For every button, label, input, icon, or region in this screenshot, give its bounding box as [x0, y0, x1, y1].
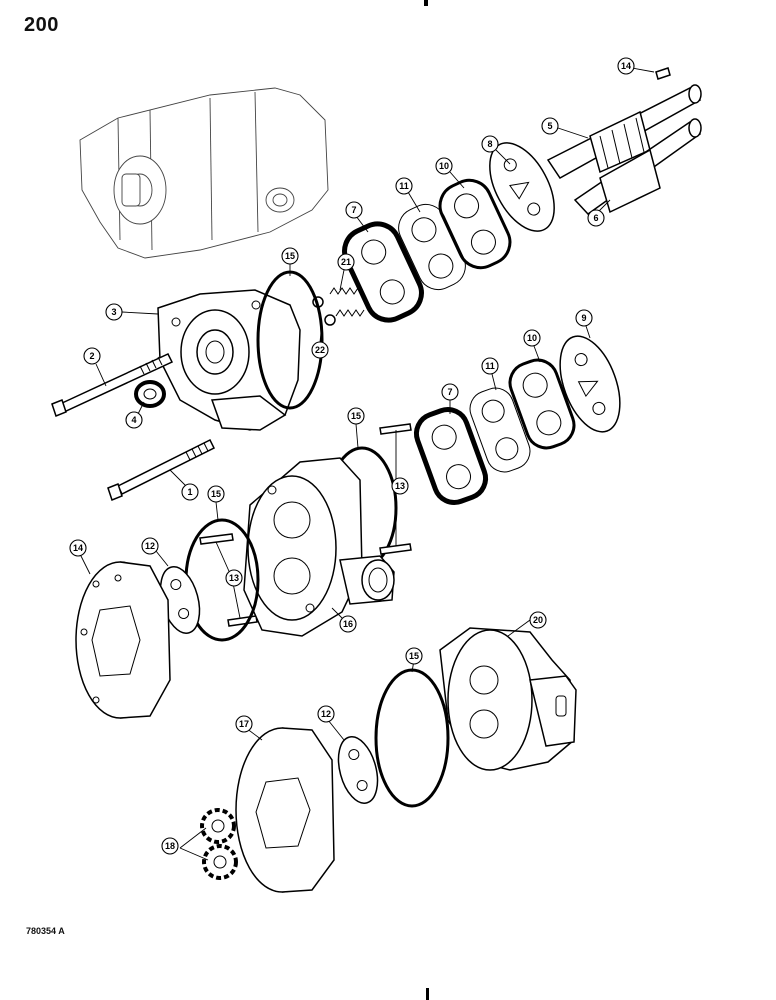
- callout-2: 2: [83, 347, 101, 365]
- page-number: 200: [24, 14, 59, 36]
- callout-label: 15: [351, 411, 361, 421]
- callout-1: 1: [181, 483, 199, 501]
- o-ring-15-lower: [374, 668, 450, 808]
- callout-7-middle: 7: [441, 383, 459, 401]
- registration-mark-bottom: [426, 988, 429, 1000]
- callout-14: 14: [69, 539, 87, 557]
- callout-label: 2: [89, 351, 94, 361]
- registration-mark-top: [424, 0, 428, 6]
- callout-5: 5: [541, 117, 559, 135]
- callout-15-lower: 15: [405, 647, 423, 665]
- gasket-7-upper: [342, 221, 424, 323]
- callout-label: 7: [351, 205, 356, 215]
- callout-12-lower: 12: [317, 705, 335, 723]
- callout-label: 13: [395, 481, 405, 491]
- callout-label: 15: [409, 651, 419, 661]
- shaft-seal-4: [134, 380, 166, 408]
- callout-9: 9: [575, 309, 593, 327]
- callout-label: 16: [343, 619, 353, 629]
- leader-lines: [79, 67, 655, 861]
- callout-10-upper: 10: [435, 157, 453, 175]
- callout-label: 1: [187, 487, 192, 497]
- dowel-pins-13: [199, 423, 412, 627]
- end-cover-20: [439, 627, 577, 771]
- callout-label: 13: [229, 573, 239, 583]
- callout-15-left: 15: [207, 485, 225, 503]
- callout-12-left: 12: [141, 537, 159, 555]
- cover-14: [75, 561, 171, 719]
- callout-label: 10: [527, 333, 537, 343]
- body-17: [235, 727, 335, 893]
- seal-11-middle: [469, 387, 531, 473]
- drive-shaft-5: [546, 84, 702, 179]
- wear-plate-10-middle: [508, 358, 576, 450]
- callout-label: 3: [111, 307, 116, 317]
- callout-label: 14: [73, 543, 83, 553]
- callout-6: 6: [587, 209, 605, 227]
- figure-id: 780354 A: [26, 926, 65, 936]
- callout-label: 12: [321, 709, 331, 719]
- callout-10-middle: 10: [523, 329, 541, 347]
- key-19: [655, 67, 671, 80]
- callout-7-upper: 7: [345, 201, 363, 219]
- callout-8: 8: [481, 135, 499, 153]
- callout-label: 15: [285, 251, 295, 261]
- callout-label: 20: [533, 615, 543, 625]
- callout-22: 22: [311, 341, 329, 359]
- callout-3: 3: [105, 303, 123, 321]
- relief-springs-21: [329, 287, 365, 317]
- callout-15-upper: 15: [281, 247, 299, 265]
- ball-22b: [324, 314, 336, 326]
- gears-18: [200, 808, 238, 880]
- callout-label: 14: [621, 61, 631, 71]
- bolt-1: [107, 438, 216, 501]
- gear-body-16: [243, 457, 395, 637]
- callout-13-right: 13: [391, 477, 409, 495]
- seal-11-upper: [398, 203, 466, 291]
- callout-label: 12: [145, 541, 155, 551]
- callout-16: 16: [339, 615, 357, 633]
- callout-17: 17: [235, 715, 253, 733]
- plate-12-lower: [337, 736, 379, 804]
- callout-label: 18: [165, 841, 175, 851]
- callout-20: 20: [529, 611, 547, 629]
- callout-label: 4: [131, 415, 136, 425]
- callouts: 14 5 6 8 10 11 7 15 21 22 3 2 4 9 10 11 …: [69, 57, 635, 855]
- callout-label: 5: [547, 121, 552, 131]
- callout-15-middle: 15: [347, 407, 365, 425]
- callout-11-upper: 11: [395, 177, 413, 195]
- callout-label: 8: [487, 139, 492, 149]
- callout-4: 4: [125, 411, 143, 429]
- callout-label: 22: [315, 345, 325, 355]
- callout-label: 9: [581, 313, 586, 323]
- callout-label: 17: [239, 719, 249, 729]
- plate-9: [559, 335, 621, 433]
- gasket-7-middle: [413, 407, 489, 505]
- bolt-2: [51, 353, 174, 417]
- callout-label: 11: [399, 181, 409, 191]
- flange-housing-3: [157, 289, 301, 431]
- callout-19: 14: [617, 57, 635, 75]
- callout-label: 21: [341, 257, 351, 267]
- callout-label: 6: [593, 213, 598, 223]
- callout-11-middle: 11: [481, 357, 499, 375]
- callout-18: 18: [161, 837, 179, 855]
- callout-13-left: 13: [225, 569, 243, 587]
- callout-label: 11: [485, 361, 495, 371]
- driven-shaft-6: [573, 118, 702, 215]
- callout-label: 10: [439, 161, 449, 171]
- plate-8: [489, 142, 555, 232]
- callout-21: 21: [337, 253, 355, 271]
- callout-label: 7: [447, 387, 452, 397]
- assembled-pump-illustration: [79, 87, 329, 259]
- callout-label: 15: [211, 489, 221, 499]
